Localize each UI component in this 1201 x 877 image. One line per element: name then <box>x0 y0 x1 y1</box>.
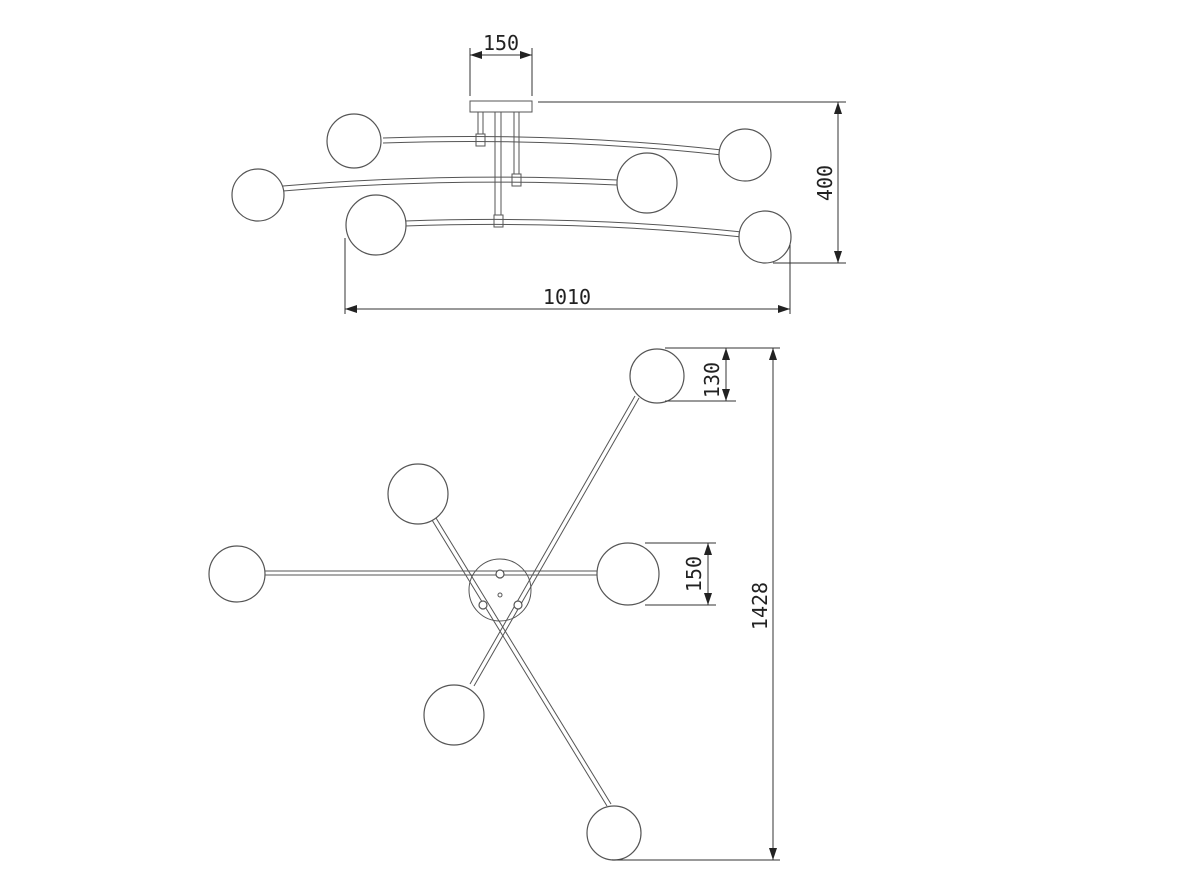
dimension-label: 1010 <box>543 285 591 309</box>
dimension-width: 1010 <box>344 238 791 314</box>
dimension-canopy-diameter: 150 <box>645 542 716 606</box>
arms <box>282 136 743 238</box>
dimension-label: 150 <box>483 31 519 55</box>
globe <box>596 542 660 606</box>
globe <box>208 545 266 603</box>
globe <box>616 152 678 214</box>
dimension-height: 400 <box>538 101 846 264</box>
top-view: 130 150 1428 <box>208 347 780 861</box>
canopy <box>469 100 533 113</box>
globes <box>208 348 685 861</box>
dimension-label: 1428 <box>748 582 772 630</box>
dimension-label: 130 <box>700 362 724 398</box>
globe <box>629 348 685 404</box>
globe <box>326 113 382 169</box>
globe <box>586 805 642 861</box>
canopy <box>468 558 532 622</box>
globe <box>231 168 285 222</box>
globe <box>387 463 449 525</box>
globe <box>718 128 772 182</box>
dimension-globe-diameter: 130 <box>665 347 736 402</box>
globe <box>423 684 485 746</box>
dimension-total-span: 1428 <box>612 347 780 861</box>
globe <box>345 194 407 256</box>
side-view: 150 400 1010 <box>231 31 846 314</box>
dimension-label: 400 <box>813 165 837 201</box>
dimension-label: 150 <box>682 556 706 592</box>
stems <box>475 112 522 228</box>
globes <box>231 113 792 264</box>
globe <box>738 210 792 264</box>
dimension-canopy-width: 150 <box>469 31 533 96</box>
arms <box>262 395 640 807</box>
